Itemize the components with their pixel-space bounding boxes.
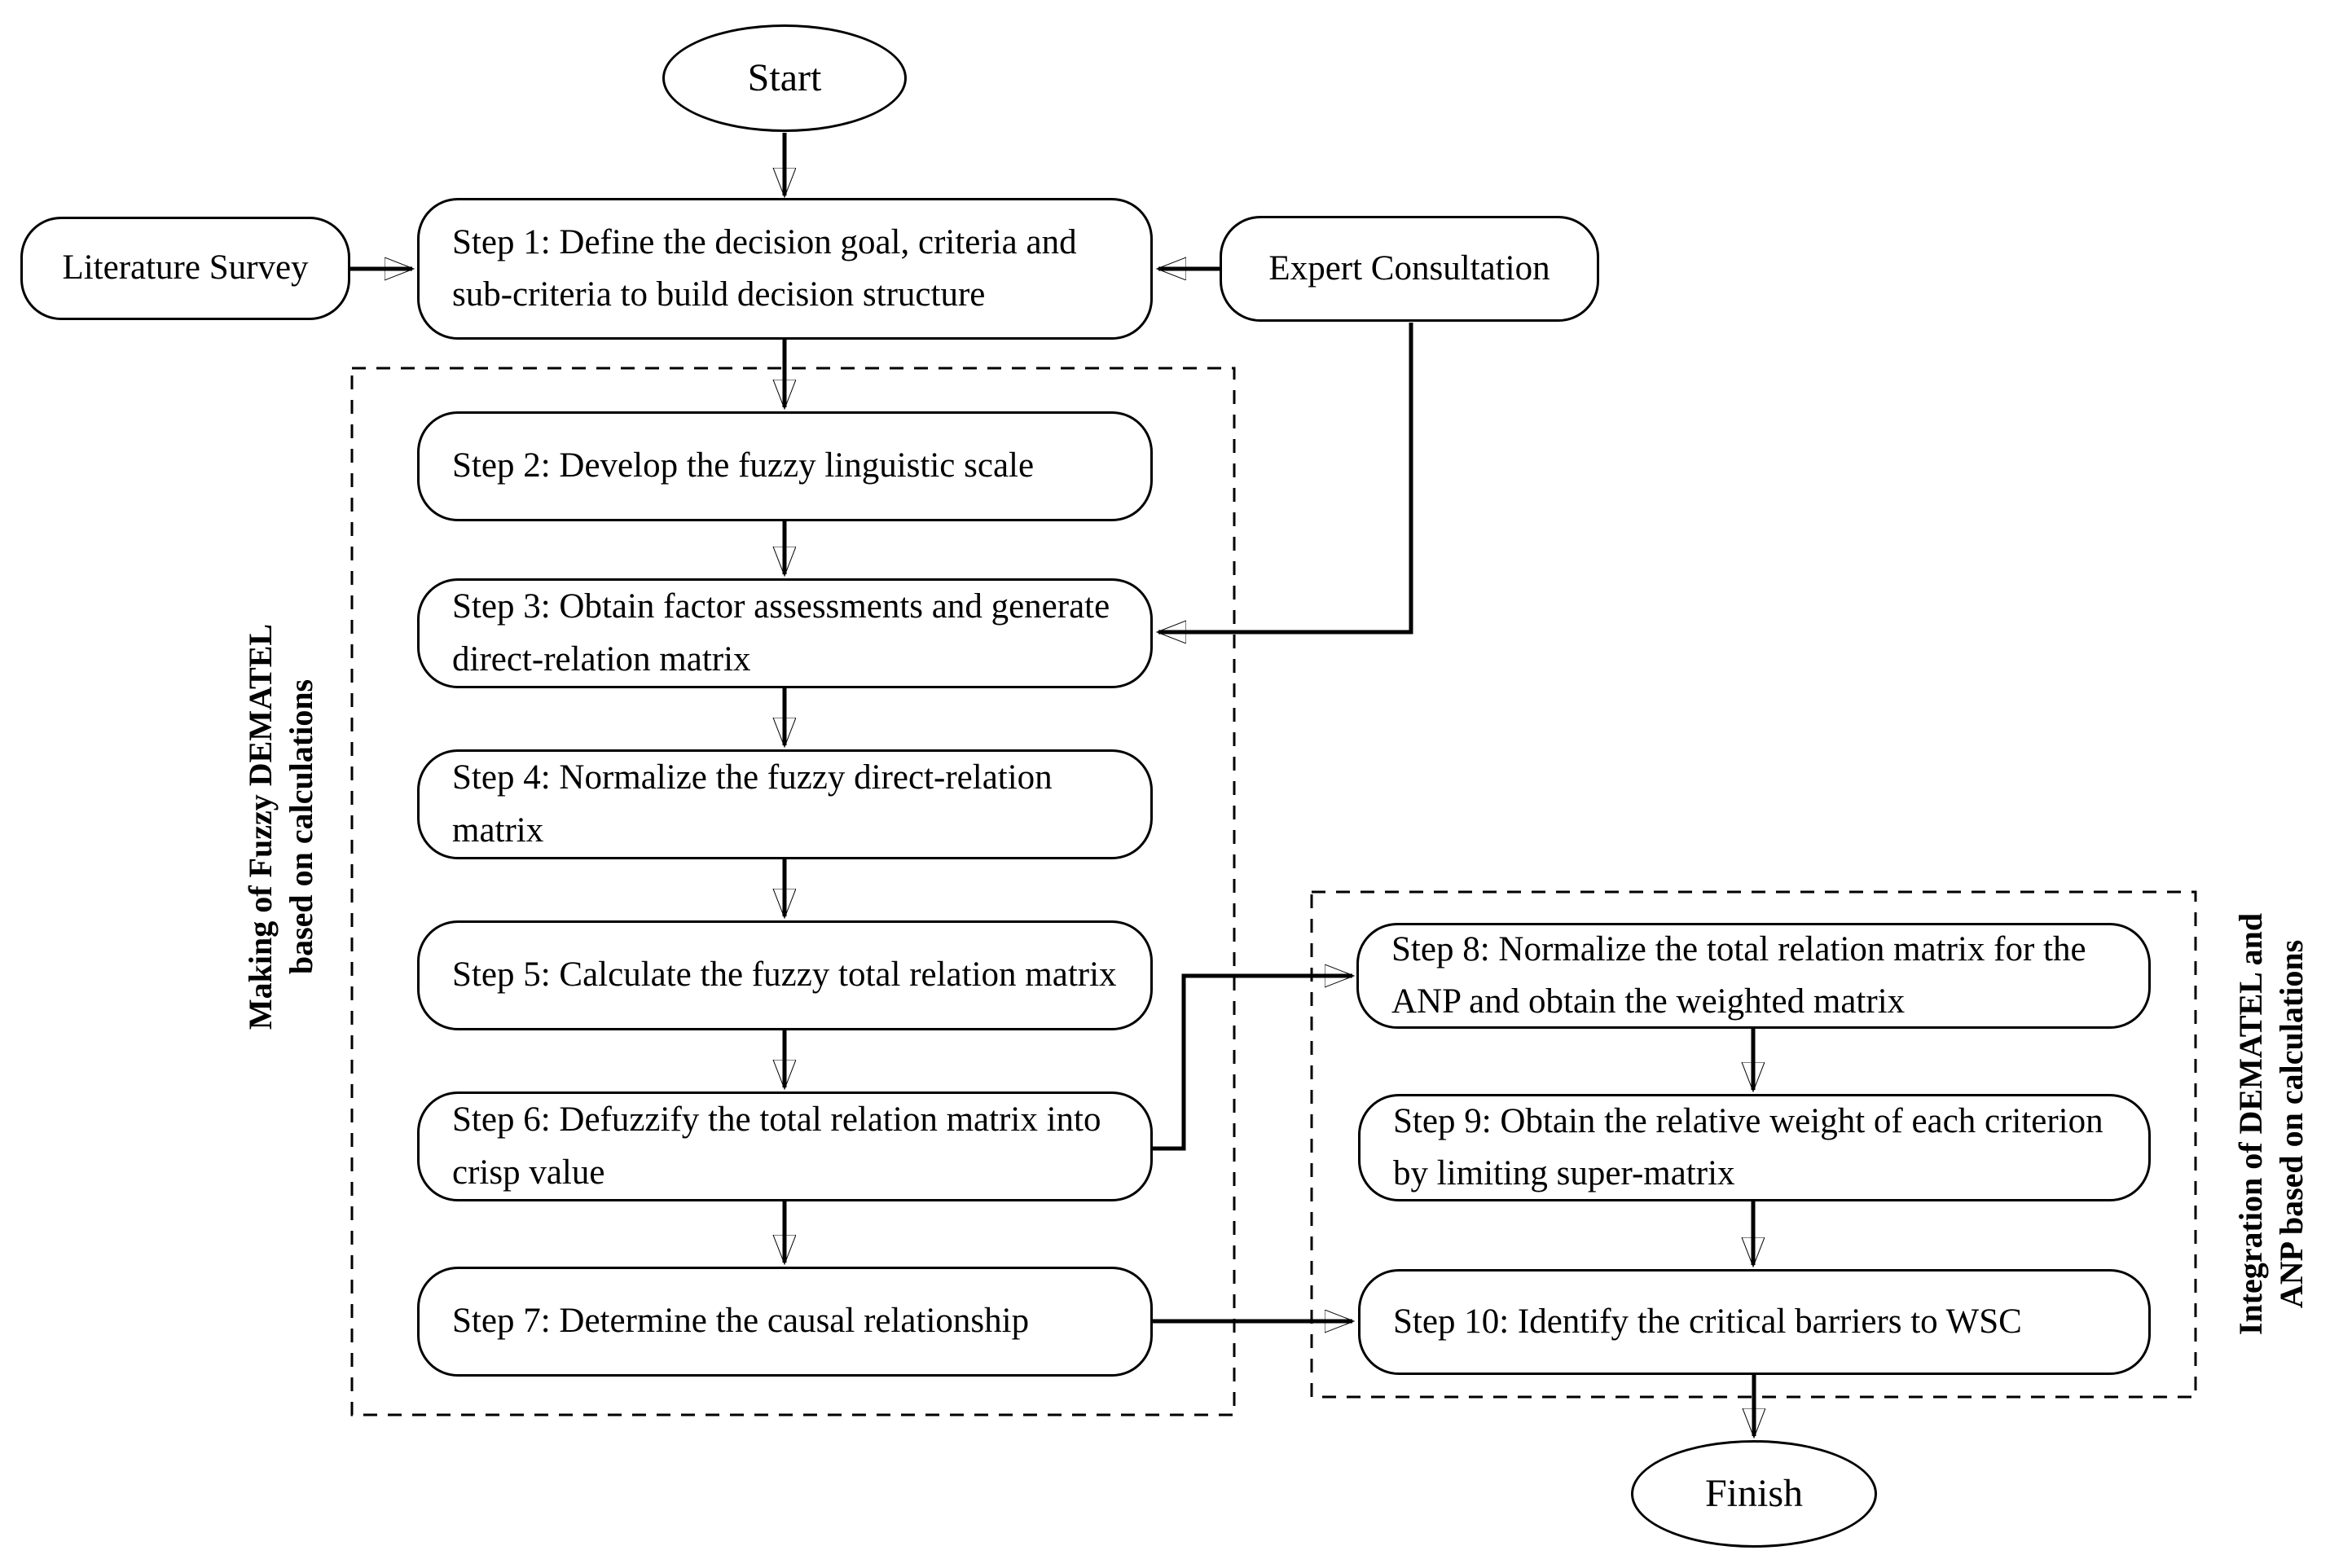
step-7-label: Step 7: Determine the causal relationshi…	[452, 1302, 1030, 1341]
finish-node: Finish	[1631, 1440, 1877, 1548]
integration-group-label: Integration of DEMATEL and ANP based on …	[2231, 913, 2312, 1335]
step-7-box: Step 7: Determine the causal relationshi…	[417, 1267, 1153, 1377]
fuzzy-dematel-group-label-line2: based on calculations	[283, 679, 319, 975]
step-4-box: Step 4: Normalize the fuzzy direct-relat…	[417, 749, 1153, 859]
start-node: Start	[662, 24, 907, 132]
step-10-box: Step 10: Identify the critical barriers …	[1358, 1269, 2151, 1375]
step-8-label: Step 8: Normalize the total relation mat…	[1391, 929, 2086, 1021]
literature-survey-box: Literature Survey	[20, 217, 350, 320]
step-3-box: Step 3: Obtain factor assessments and ge…	[417, 578, 1153, 688]
expert-consultation-box: Expert Consultation	[1220, 216, 1599, 322]
step-3-label: Step 3: Obtain factor assessments and ge…	[452, 587, 1110, 679]
expert-consultation-label: Expert Consultation	[1268, 248, 1550, 288]
fuzzy-dematel-group-label-line1: Making of Fuzzy DEMATEL	[242, 623, 279, 1030]
step-1-label: Step 1: Define the decision goal, criter…	[452, 222, 1077, 314]
arrow-step6-to-step8	[1153, 976, 1352, 1151]
start-label: Start	[747, 56, 822, 99]
step-2-label: Step 2: Develop the fuzzy linguistic sca…	[452, 446, 1035, 485]
literature-survey-label: Literature Survey	[62, 248, 309, 288]
step-6-box: Step 6: Defuzzify the total relation mat…	[417, 1091, 1153, 1201]
step-1-box: Step 1: Define the decision goal, criter…	[417, 198, 1153, 340]
step-5-box: Step 5: Calculate the fuzzy total relati…	[417, 920, 1153, 1030]
integration-group-label-line2: ANP based on calculations	[2273, 939, 2310, 1309]
arrow-expert-to-step3	[1158, 323, 1413, 632]
step-9-box: Step 9: Obtain the relative weight of ea…	[1358, 1094, 2151, 1201]
step-6-label: Step 6: Defuzzify the total relation mat…	[452, 1100, 1101, 1192]
finish-label: Finish	[1704, 1472, 1804, 1515]
fuzzy-dematel-group-frame	[350, 367, 1236, 1416]
step-5-label: Step 5: Calculate the fuzzy total relati…	[452, 955, 1117, 995]
step-9-label: Step 9: Obtain the relative weight of ea…	[1393, 1101, 2103, 1193]
step-10-label: Step 10: Identify the critical barriers …	[1393, 1302, 2022, 1341]
integration-group-label-line1: Integration of DEMATEL and	[2232, 912, 2269, 1336]
step-4-label: Step 4: Normalize the fuzzy direct-relat…	[452, 758, 1053, 850]
fuzzy-dematel-group-label: Making of Fuzzy DEMATEL based on calcula…	[240, 624, 322, 1030]
step-8-box: Step 8: Normalize the total relation mat…	[1356, 923, 2151, 1029]
step-2-box: Step 2: Develop the fuzzy linguistic sca…	[417, 411, 1153, 521]
integration-group-frame	[1310, 890, 2197, 1399]
